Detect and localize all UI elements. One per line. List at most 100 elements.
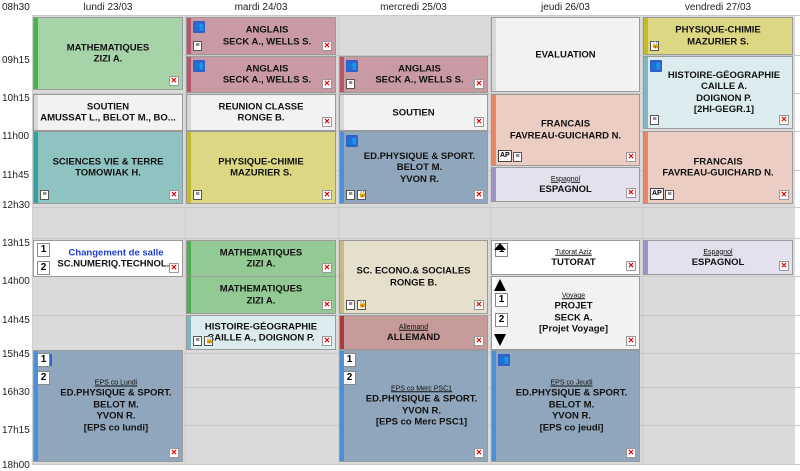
delete-icon[interactable]: ✕	[626, 261, 636, 271]
lesson-card[interactable]: SOUTIEN✕	[339, 94, 488, 131]
delete-icon[interactable]: ✕	[322, 300, 332, 310]
delete-icon[interactable]: ✕	[322, 263, 332, 273]
delete-icon[interactable]: ✕	[322, 117, 332, 127]
arrow-up-icon[interactable]	[494, 243, 506, 250]
delete-icon[interactable]: ✕	[169, 263, 179, 273]
delete-icon[interactable]: ✕	[322, 336, 332, 346]
time-label: 12h30	[2, 200, 30, 211]
delete-icon[interactable]: ✕	[322, 79, 332, 89]
lesson-color-bar	[187, 316, 191, 349]
delete-icon[interactable]: ✕	[626, 336, 636, 346]
group-icon: 👥	[650, 60, 662, 72]
delete-icon[interactable]: ✕	[169, 448, 179, 458]
document-icon[interactable]: ≡	[513, 152, 522, 162]
lesson-line: ANGLAIS	[245, 63, 289, 74]
row-number[interactable]: 1	[37, 353, 50, 367]
delete-icon[interactable]: ✕	[322, 41, 332, 51]
document-icon[interactable]: ≡	[40, 190, 49, 200]
delete-icon[interactable]: ✕	[626, 152, 636, 162]
lesson-line: FRANCAIS	[540, 118, 591, 130]
lesson-line: CAILLE A., DOIGNON P.	[207, 332, 315, 344]
day-header[interactable]: lundi 23/03	[83, 2, 133, 13]
row-number[interactable]: 2	[343, 371, 356, 385]
delete-icon[interactable]: ✕	[322, 190, 332, 200]
row-number[interactable]: 2	[495, 313, 508, 327]
delete-icon[interactable]: ✕	[779, 115, 789, 125]
lesson-color-bar	[34, 351, 38, 461]
delete-icon[interactable]: ✕	[626, 448, 636, 458]
document-icon[interactable]: ≡	[193, 41, 202, 51]
lesson-line: PHYSIQUE-CHIMIE	[218, 156, 304, 167]
arrow-down-icon[interactable]	[494, 334, 506, 346]
delete-icon[interactable]: ✕	[474, 336, 484, 346]
row-number[interactable]: 1	[343, 353, 356, 367]
row-number[interactable]: 1	[495, 293, 508, 307]
lesson-line: ED.PHYSIQUE & SPORT.	[60, 387, 172, 399]
delete-icon[interactable]: ✕	[474, 448, 484, 458]
delete-icon[interactable]: ✕	[474, 117, 484, 127]
delete-icon[interactable]: ✕	[169, 190, 179, 200]
delete-icon[interactable]: ✕	[474, 190, 484, 200]
grid-line	[32, 464, 800, 465]
delete-icon[interactable]: ✕	[626, 188, 636, 198]
document-icon[interactable]: ≡	[346, 190, 355, 200]
row-number[interactable]: 2	[37, 261, 50, 275]
day-header[interactable]: jeudi 26/03	[541, 2, 590, 13]
delete-icon[interactable]: ✕	[474, 79, 484, 89]
lesson-group-label: Allemand	[398, 323, 429, 331]
day-header[interactable]: mercredi 25/03	[380, 2, 447, 13]
document-icon[interactable]: ≡	[665, 190, 674, 200]
document-icon[interactable]: ≡	[193, 336, 202, 346]
lesson-group-label: EPS co Merc PSC1	[390, 385, 453, 393]
lesson-line: ESPAGNOL	[691, 256, 745, 268]
document-icon[interactable]: ≡	[346, 300, 355, 310]
delete-icon[interactable]: ✕	[779, 261, 789, 271]
row-number[interactable]: 2	[37, 371, 50, 385]
lesson-line: YVON R.	[399, 173, 440, 185]
document-icon[interactable]: ≡	[193, 190, 202, 200]
row-number[interactable]: 1	[37, 243, 50, 257]
time-label: 17h15	[2, 425, 30, 436]
arrow-up-icon[interactable]	[494, 279, 506, 291]
document-icon[interactable]: ≡	[650, 115, 659, 125]
day-header[interactable]: vendredi 27/03	[684, 2, 752, 13]
group-icon: 👥	[346, 135, 358, 147]
delete-icon[interactable]: ✕	[169, 76, 179, 86]
document-icon[interactable]: ≡	[346, 79, 355, 89]
lesson-line: YVON R.	[96, 410, 136, 422]
lesson-card[interactable]: ED.PHYSIQUE & SPORT.BELOT M.YVON R.👥≡🔒✕	[339, 131, 488, 204]
delete-icon[interactable]: ✕	[474, 300, 484, 310]
lesson-card[interactable]: EVALUATION	[491, 17, 640, 92]
day-header[interactable]: mardi 24/03	[234, 2, 288, 13]
delete-icon[interactable]: ✕	[779, 190, 789, 200]
lesson-line: ED.PHYSIQUE & SPORT.	[365, 393, 478, 405]
lesson-line: ESPAGNOL	[539, 183, 592, 195]
